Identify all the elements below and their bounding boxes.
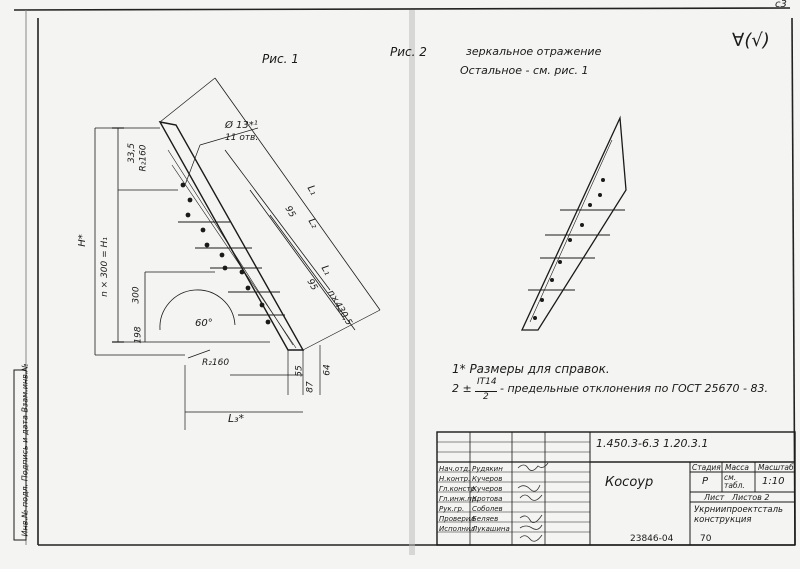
role-name: Соболев xyxy=(472,505,503,513)
fig1-dim-300: 300 xyxy=(131,286,142,304)
stamp-organization: Укрниипроектсталь xyxy=(694,505,784,515)
role-label: Гл.констр. xyxy=(439,485,478,493)
stamp-part-name: Косоур xyxy=(605,475,654,490)
fig1-dim-64: 64 xyxy=(322,364,333,376)
stamp-stage-value: Р xyxy=(702,476,709,487)
fig2-title: Рис. 2 xyxy=(390,45,427,59)
role-label: Нач.отд. xyxy=(439,465,471,473)
role-name: Кучеров xyxy=(472,475,503,483)
role-name: Кротова xyxy=(472,495,503,503)
fig1-dim-335: 33,5 xyxy=(127,142,138,164)
fig1-dim-198: 198 xyxy=(133,326,144,344)
fig1-radius-top: R₂160 xyxy=(138,144,149,172)
role-label: Проверил xyxy=(439,515,475,523)
fig1-angle: 60° xyxy=(195,318,213,329)
note-2-fraction-bar xyxy=(475,391,497,392)
stamp-sheet: Лист xyxy=(704,493,725,502)
stamp-col-scale: Масштаб xyxy=(758,463,794,472)
note-2-denominator: 2 xyxy=(483,392,489,402)
fig1-dim-55: 55 xyxy=(294,365,305,377)
fig1-dim-L3: L₃* xyxy=(228,412,245,425)
role-name: Рудякин xyxy=(472,465,503,473)
fig2-note-rest: Остальное - см. рис. 1 xyxy=(460,64,589,77)
note-2-numerator: IT14 xyxy=(477,377,497,387)
role-name: Лукашина xyxy=(472,525,510,533)
fig1-title: Рис. 1 xyxy=(262,52,299,66)
role-label: Гл.инж.пр. xyxy=(439,495,479,503)
footer-inventory-number: 23846-04 xyxy=(630,534,674,544)
signature-scribbles xyxy=(517,462,549,542)
margin-inventory-stamp: Инв.№ подл. Подпись и дата Взам.инв.№ xyxy=(20,363,30,537)
stamp-scale-value: 1:10 xyxy=(762,476,785,487)
fig1-hole-count: 11 отв. xyxy=(225,133,259,143)
stamp-grid xyxy=(13,369,796,546)
role-label: Рук.гр. xyxy=(439,505,465,513)
stamp-col-mass: Масса xyxy=(725,463,749,472)
stamp-mass-value: см. табл. xyxy=(724,473,745,490)
stamp-col-stage: Стадия xyxy=(692,463,721,472)
note-1: 1* Размеры для справок. xyxy=(452,362,610,376)
fig1-n300: n × 300 = H₁ xyxy=(99,237,110,297)
fig1-stringer xyxy=(94,77,381,430)
stamp-document-code: 1.450.3-6.3 1.20.3.1 xyxy=(596,437,709,450)
note-2-prefix: 2 ± xyxy=(452,382,472,395)
corner-mark: с3 xyxy=(775,0,787,10)
frame xyxy=(13,7,796,546)
note-2-text: - предельные отклонения по ГОСТ 25670 - … xyxy=(500,382,768,395)
role-label: Н.контр. xyxy=(439,475,471,483)
fig1-hole-label: Ø 13*¹ xyxy=(225,120,258,131)
stamp-organization-dept: конструкция xyxy=(694,515,752,525)
role-name: Беляев xyxy=(472,515,499,523)
fig2-stringer xyxy=(520,115,627,331)
fig2-note-mirror: зеркальное отражение xyxy=(466,45,602,58)
fig1-radius-bottom: R₂160 xyxy=(202,358,230,368)
role-name: Кучеров xyxy=(472,485,503,493)
footer-format: 70 xyxy=(700,534,712,544)
fig1-dim-87: 87 xyxy=(305,381,316,393)
check-mark: ∀(√) xyxy=(732,30,770,51)
fig1-height-H: H* xyxy=(76,234,88,247)
stamp-sheets-total: Листов 2 xyxy=(732,493,770,502)
role-label: Исполнил xyxy=(439,525,476,533)
